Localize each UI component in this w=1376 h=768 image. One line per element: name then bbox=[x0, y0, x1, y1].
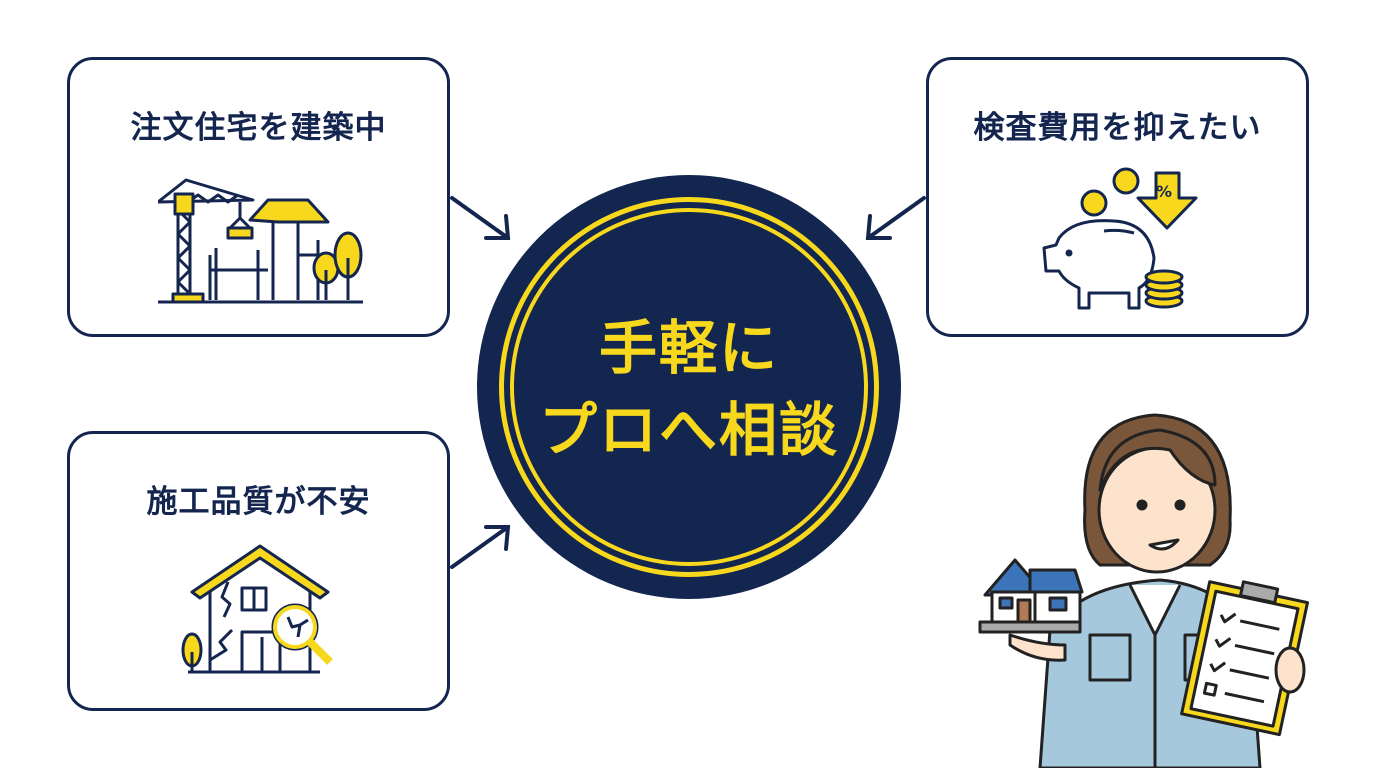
cracked-house-magnifier-icon bbox=[181, 544, 333, 674]
card-title: 注文住宅を建築中 bbox=[130, 110, 387, 146]
outer-yellow-ring bbox=[499, 197, 879, 577]
inspector-woman-illustration bbox=[978, 413, 1309, 768]
center-text-line1: 手軽に bbox=[598, 314, 779, 382]
arrow-from-card1 bbox=[450, 196, 511, 240]
card-title: 検査費用を抑えたい bbox=[973, 110, 1262, 146]
center-text-line2: プロへ相談 bbox=[538, 396, 839, 464]
card-reduce-inspection-cost: 検査費用を抑えたい % bbox=[926, 57, 1309, 337]
arrow-from-card2 bbox=[865, 196, 926, 240]
center-consultation-badge: 手軽に プロへ相談 bbox=[477, 175, 901, 599]
construction-crane-house-icon bbox=[158, 178, 363, 304]
arrow-from-card3 bbox=[450, 525, 511, 569]
inner-yellow-ring bbox=[510, 208, 868, 566]
card-building-custom-home: 注文住宅を建築中 bbox=[67, 57, 450, 337]
percent-symbol: % bbox=[1156, 182, 1172, 201]
piggy-bank-coins-discount-icon: % bbox=[1042, 167, 1198, 310]
card-title: 施工品質が不安 bbox=[146, 484, 371, 520]
card-construction-quality-worry: 施工品質が不安 bbox=[67, 431, 450, 711]
